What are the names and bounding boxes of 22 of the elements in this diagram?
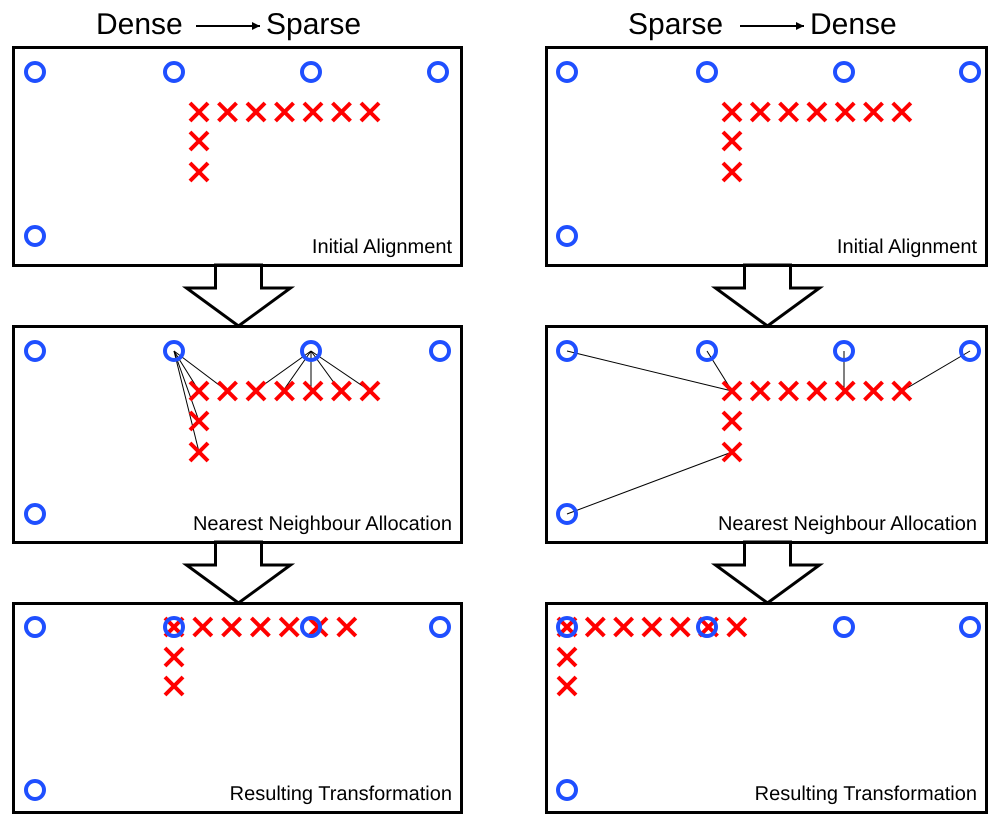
panel <box>545 46 988 267</box>
panel-label: Initial Alignment <box>312 236 452 258</box>
panel-label: Initial Alignment <box>836 236 977 258</box>
arrow <box>740 22 804 30</box>
heading-text: Dense <box>96 8 183 42</box>
panel <box>545 325 988 544</box>
panel-label: Nearest Neighbour Allocation <box>718 513 977 535</box>
heading-text: Sparse <box>628 8 724 42</box>
panel-label: Resulting Transformation <box>230 783 452 805</box>
block-arrow <box>182 540 296 605</box>
heading-text: Dense <box>810 8 897 42</box>
arrow <box>196 22 260 30</box>
panel <box>12 602 463 814</box>
panel <box>12 325 463 544</box>
block-arrow <box>710 540 824 605</box>
block-arrow <box>182 264 296 328</box>
block-arrow <box>710 264 824 328</box>
panel-label: Nearest Neighbour Allocation <box>192 513 452 535</box>
panel <box>12 46 463 267</box>
panel <box>545 602 988 814</box>
panel-label: Resulting Transformation <box>754 783 977 805</box>
heading-text: Sparse <box>266 8 362 42</box>
